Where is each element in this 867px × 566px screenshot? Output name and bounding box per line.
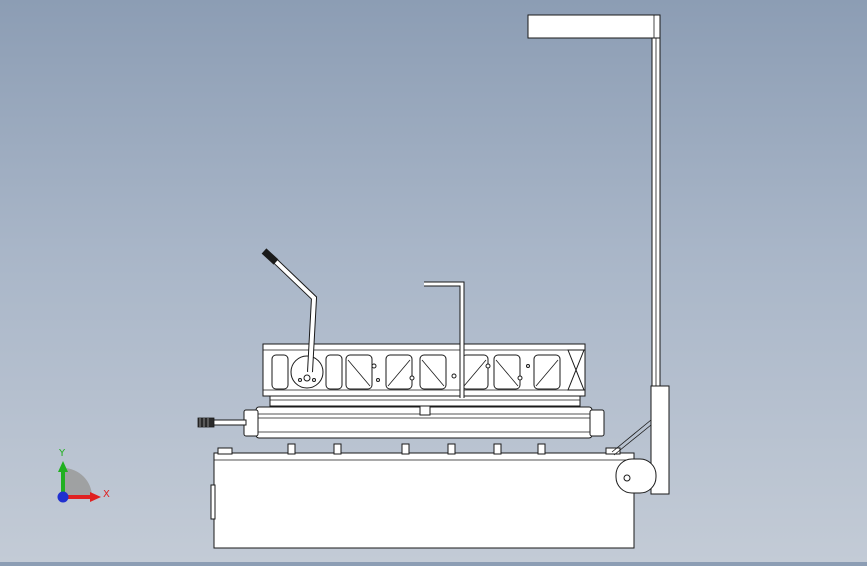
hook-rod[interactable] (424, 281, 465, 398)
lever-handle[interactable] (261, 248, 318, 373)
lamp-icon (527, 14, 661, 39)
y-axis-label: Y (58, 448, 66, 459)
base-cabinet[interactable] (210, 447, 635, 549)
x-axis-label: X (103, 489, 110, 500)
support-studs (287, 443, 546, 455)
roller-tray[interactable] (243, 400, 605, 439)
shaft-grip-icon (197, 417, 215, 428)
side-shaft[interactable] (197, 417, 247, 428)
round-hub[interactable] (290, 355, 324, 389)
lever-handle-icon (261, 248, 279, 265)
coordinate-triad-icon (63, 468, 92, 497)
lamp-post[interactable] (527, 14, 670, 495)
coordinate-triad: Y X (57, 448, 110, 503)
